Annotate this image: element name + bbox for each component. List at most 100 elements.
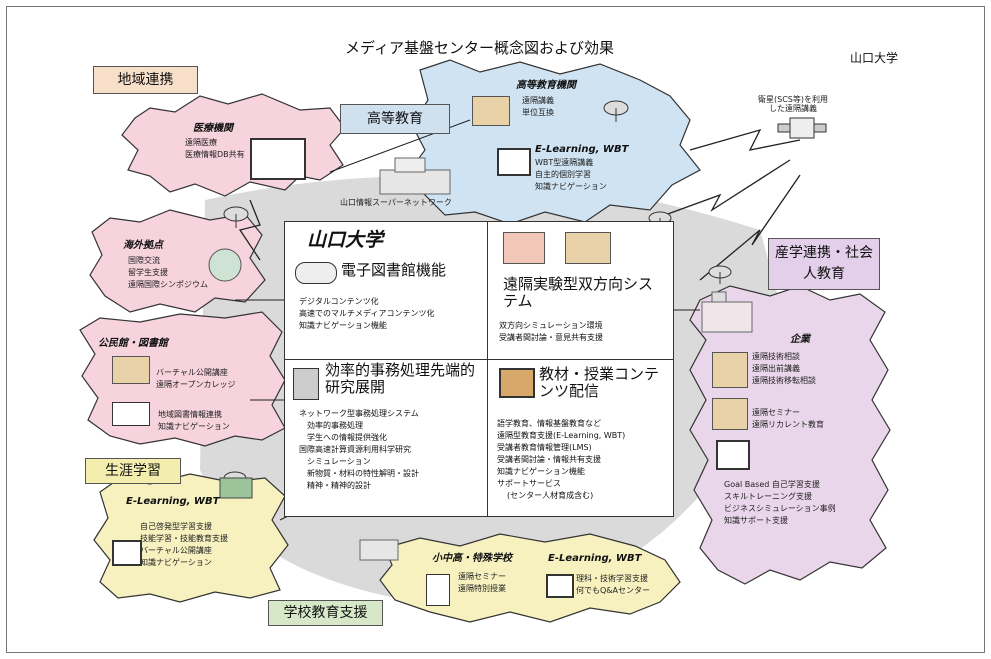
overseas-item: 遠隔国際シンポジウム xyxy=(128,280,208,289)
school-el-item: 理科・技術学習支援 xyxy=(576,574,648,583)
admin-item: 学生への情報提供強化 xyxy=(307,433,387,442)
school-title: 小中高・特殊学校 xyxy=(432,553,512,564)
company-item: 遠隔技術相談 xyxy=(752,352,800,361)
library-title: 電子図書館機能 xyxy=(341,261,447,279)
lecture-people-icon xyxy=(472,96,510,126)
public-item: バーチャル公開講座 xyxy=(156,368,228,377)
admin-item: シミュレーション xyxy=(307,457,371,466)
library-item: 高速でのマルチメディアコンテンツ化 xyxy=(299,309,435,318)
medical-item: 医療情報DB共有 xyxy=(185,150,245,159)
elearning-top-item: 知識ナビゲーション xyxy=(535,182,607,191)
lifelong-item: バーチャル公開講座 xyxy=(140,546,212,555)
lecture-people-icon xyxy=(712,398,748,430)
company-item: ビジネスシミュレーション事例 xyxy=(724,504,836,513)
factory-building-icon xyxy=(701,291,753,333)
company-title: 企業 xyxy=(790,334,810,345)
lifelong-cloud xyxy=(93,473,289,603)
school-support-label: 学校教育支援 xyxy=(268,600,383,626)
frame-border xyxy=(6,6,985,653)
public-item: 知識ナビゲーション xyxy=(158,422,230,431)
content-item: 語学教育、情報基盤教育など xyxy=(497,419,601,428)
board-icon xyxy=(426,574,450,606)
dish-antenna-icon xyxy=(223,206,249,228)
content-title: 教材・授業コンテンツ配信 xyxy=(539,365,660,401)
admin-item: 新物質・材料の特性解明・設計 xyxy=(307,469,419,478)
higher-title: 高等教育機関 xyxy=(516,80,576,91)
library-item: デジタルコンテンツ化 xyxy=(299,297,379,306)
campus-building-icon xyxy=(379,157,451,195)
content-item: 受講者教育情報管理(LMS) xyxy=(497,443,592,452)
computer-icon xyxy=(716,440,750,470)
computer-icon xyxy=(497,148,531,176)
company-item: 遠隔技術移転相談 xyxy=(752,376,816,385)
elearning-top-item: 自主的個別学習 xyxy=(535,170,591,179)
lightning-line xyxy=(238,199,261,261)
elearning-top-title: E-Learning, WBT xyxy=(535,144,629,155)
university-corner-label: 山口大学 xyxy=(850,51,899,65)
school-cloud xyxy=(379,533,681,623)
content-item: サポートサービス xyxy=(497,479,561,488)
computer-icon xyxy=(112,540,142,566)
public-title: 公民館・図書館 xyxy=(98,338,168,349)
industry-label: 産学連携・社会人教育 xyxy=(768,238,880,290)
center-divider-v xyxy=(487,222,488,516)
lifelong-item: 知識ナビゲーション xyxy=(140,558,212,567)
center-divider-h xyxy=(285,359,673,360)
network-label: 山口情報スーパーネットワーク xyxy=(340,198,452,207)
company-item: Goal Based 自己学習支援 xyxy=(724,480,820,489)
remote-title: 遠隔実験型双方向システム xyxy=(503,275,654,311)
teacher-icon xyxy=(503,232,545,264)
overseas-title: 海外拠点 xyxy=(123,240,163,251)
library-item: 知識ナビゲーション機能 xyxy=(299,321,387,330)
remote-item: 双方向シミュレーション環境 xyxy=(499,321,603,330)
school-item: 遠隔セミナー xyxy=(458,572,506,581)
company-item: 知識サポート支援 xyxy=(724,516,788,525)
lecture-people-icon xyxy=(712,352,748,388)
lifelong-label: 生涯学習 xyxy=(85,458,181,484)
content-item: (センター人材育成含む) xyxy=(507,491,594,500)
company-item: 遠隔出前講義 xyxy=(752,364,800,373)
public-item: 地域図書情報連携 xyxy=(158,410,222,419)
library-icon xyxy=(295,262,337,284)
monitor-icon xyxy=(250,138,306,180)
content-item: 遠隔型教育支援(E-Learning, WBT) xyxy=(497,431,626,440)
satellite-label: 衛星(SCS等)を利用した遠隔講義 xyxy=(758,95,828,114)
school-el-title: E-Learning, WBT xyxy=(548,553,642,564)
dish-antenna-icon xyxy=(708,265,732,284)
medical-title: 医療機関 xyxy=(193,123,233,134)
lecture-people-icon xyxy=(565,232,611,264)
admin-title: 効率的事務処理先端的研究展開 xyxy=(325,361,476,397)
satellite-icon xyxy=(777,117,827,139)
lightning-line xyxy=(689,128,801,151)
lightning-line xyxy=(664,159,791,216)
medical-item: 遠隔医療 xyxy=(185,138,217,147)
lifelong-item: 自己啓発型学習支援 xyxy=(140,522,212,531)
admin-item: ネットワーク型事務処理システム xyxy=(299,409,419,418)
university-heading: 山口大学 xyxy=(307,229,384,251)
remote-item: 受講者間討論・意見共有支援 xyxy=(499,333,603,342)
medical-cloud xyxy=(121,93,346,197)
company-item: 遠隔リカレント教育 xyxy=(752,420,824,429)
content-monitor-icon xyxy=(499,368,535,398)
company-item: スキルトレーニング支援 xyxy=(724,492,812,501)
book-icon xyxy=(112,402,150,426)
lifelong-item: 技能学習・技能教育支援 xyxy=(140,534,228,543)
lecture-people-icon xyxy=(112,356,150,384)
admin-item: 精神・精神的設計 xyxy=(307,481,371,490)
dish-antenna-icon xyxy=(603,100,629,122)
school-building-icon xyxy=(359,539,399,561)
company-item: 遠隔セミナー xyxy=(752,408,800,417)
higher-ed-label: 高等教育 xyxy=(340,104,450,134)
central-box: 山口大学 電子図書館機能 デジタルコンテンツ化 高速でのマルチメディアコンテンツ… xyxy=(284,221,674,517)
elearning-top-item: WBT型遠隔講義 xyxy=(535,158,594,167)
school-item: 遠隔特別授業 xyxy=(458,584,506,593)
public-item: 遠隔オープンカレッジ xyxy=(156,380,236,389)
house-icon xyxy=(219,477,253,499)
content-item: 知識ナビゲーション機能 xyxy=(497,467,585,476)
school-el-item: 何でもQ&Aセンター xyxy=(576,586,651,595)
computer-icon xyxy=(546,574,574,598)
lifelong-el-title: E-Learning, WBT xyxy=(126,496,220,507)
admin-item: 効率的事務処理 xyxy=(307,421,363,430)
overseas-item: 留学生支援 xyxy=(128,268,168,277)
server-icon xyxy=(293,368,319,400)
